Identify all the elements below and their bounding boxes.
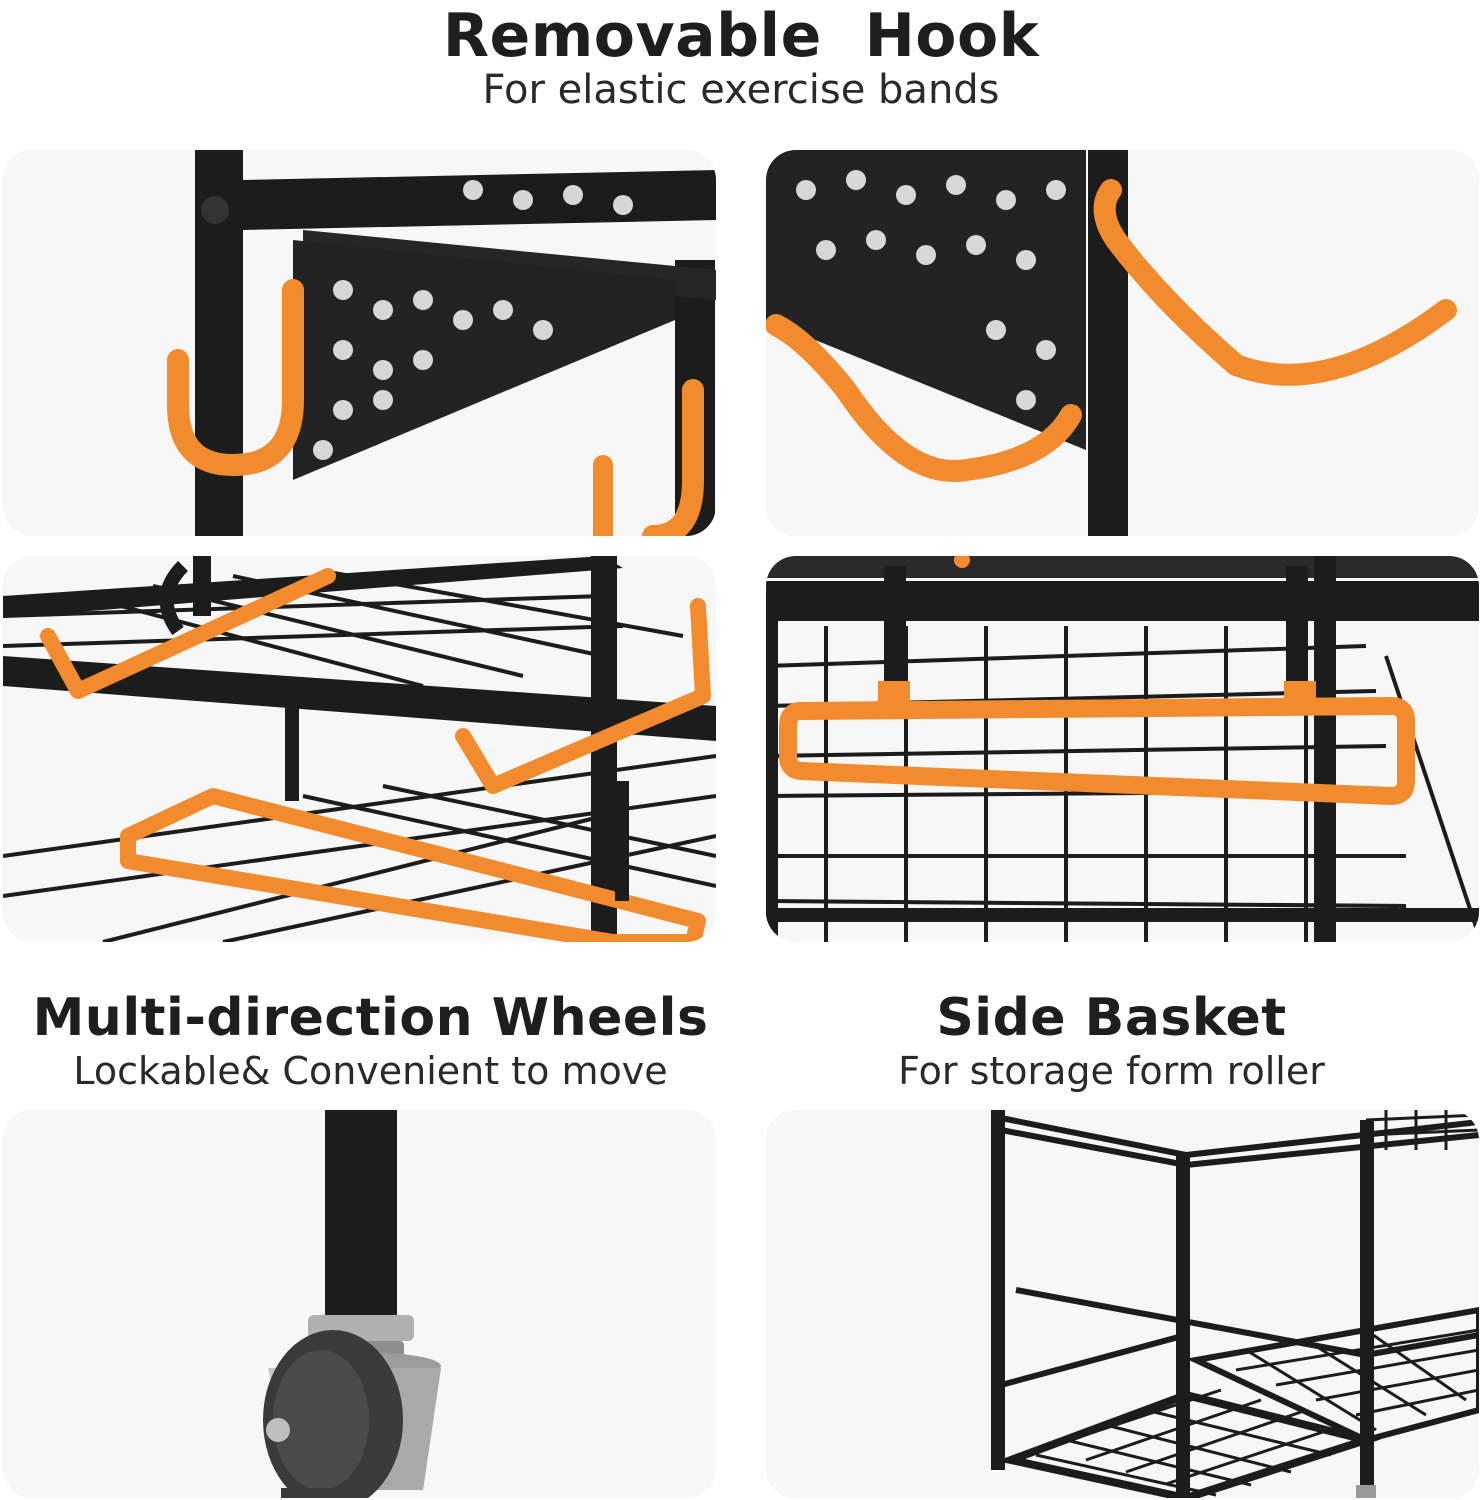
hook-section-title: Removable Hook: [442, 1, 1040, 71]
caster-wheel-illustration: [3, 1110, 716, 1498]
wheels-section-header: Multi-direction Wheels Lockable& Conveni…: [0, 992, 741, 1090]
photo-s-hooks: [766, 150, 1479, 536]
photo-shelf-rect-hook: [766, 556, 1479, 942]
shelf-rect-hook-illustration: [766, 556, 1479, 942]
wheels-section-subtitle: Lockable& Convenient to move: [73, 1049, 668, 1093]
hook-section-subtitle-wrap: For elastic exercise bands: [0, 70, 1482, 110]
hook-section-subtitle: For elastic exercise bands: [482, 67, 1000, 113]
side-basket-illustration: [766, 1110, 1479, 1498]
basket-section-subtitle: For storage form roller: [898, 1049, 1325, 1093]
basket-section-header: Side Basket For storage form roller: [741, 992, 1482, 1090]
shelf-hooks-angle-illustration: [3, 556, 716, 942]
hook-section-header: Removable Hook: [0, 6, 1482, 66]
wheels-section-title: Multi-direction Wheels: [32, 988, 709, 1048]
photo-hook-shelf-side: [3, 150, 716, 536]
basket-section-title: Side Basket: [936, 988, 1287, 1048]
s-hooks-illustration: [766, 150, 1479, 536]
photo-side-basket: [766, 1110, 1479, 1498]
hook-shelf-side-illustration: [3, 150, 716, 536]
photo-caster-wheel: [3, 1110, 716, 1498]
photo-shelf-hooks-angle: [3, 556, 716, 942]
